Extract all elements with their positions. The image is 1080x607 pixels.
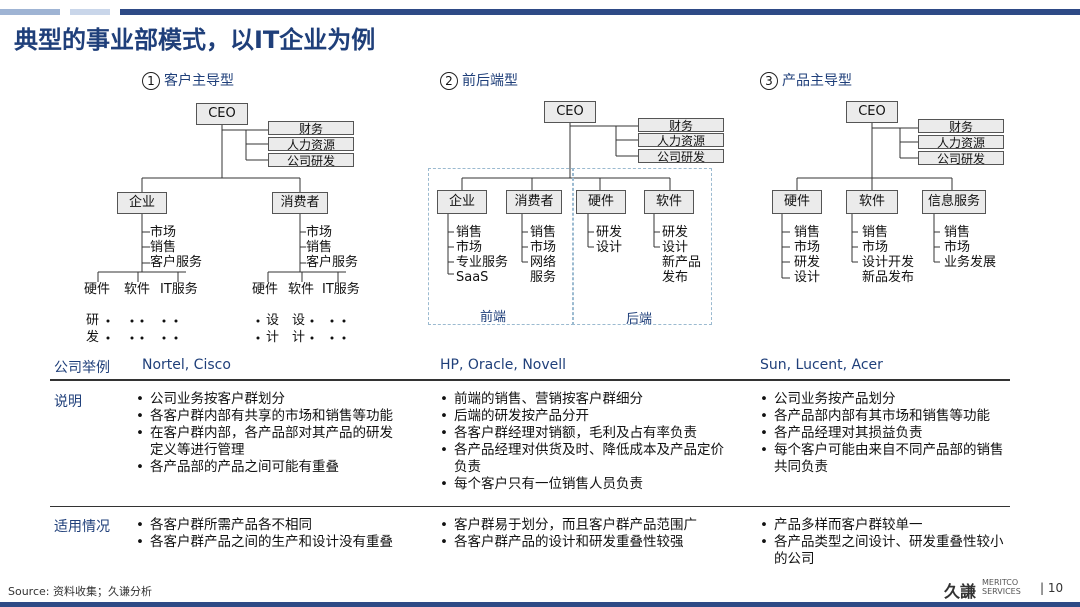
d2-front-label: 前端 [480,310,507,325]
d2-ceo-box: CEO [544,101,596,123]
top-bar [0,0,1080,15]
explain-list-3: 公司业务按产品划分 各产品部内部有其市场和销售等功能 各产品经理对其损益负责 每… [760,391,1010,476]
d2-back-label: 后端 [626,312,653,327]
logo-line-1: MERITCO [982,578,1019,587]
explain-list-1: 公司业务按客户群划分 各客户群内部有共享的市场和销售等功能 在客户群内部，各产品… [136,391,396,476]
d1-product-sw-1: 软件 [124,282,151,297]
d1-function-3: 公司研发 [268,153,354,168]
d2-back-dashed-area [572,168,712,325]
logo-mark: 久謙 [944,582,977,601]
d1-function-1: 财务 [268,121,354,136]
d2-front-dashed-area [428,168,574,325]
d3-function-1: 财务 [918,119,1004,134]
d1-product-it-1: IT服务 [160,282,198,297]
apply-label: 适用情况 [54,519,110,535]
model-label-1: 客户主导型 [164,73,234,89]
d1-product-hw-1: 硬件 [84,282,111,297]
d3-function-3: 公司研发 [918,151,1004,166]
d1-bu-enterprise: 企业 [117,192,167,214]
d2-back-software: 软件 [644,190,694,214]
apply-1-item: 各客户群所需产品各不相同 [136,517,396,534]
d2-function-1: 财务 [638,118,724,133]
d2-front-consumer-text: 销售 市场 网络 服务 [530,225,557,285]
d2-function-2: 人力资源 [638,133,724,148]
d3-software-text: 销售 市场 设计开发 新品发布 [862,225,915,285]
d1-ceo-box: CEO [196,103,248,125]
apply-1-item: 各客户群产品之间的生产和设计没有重叠 [136,534,396,551]
explain-1-item: 在客户群内部，各产品部对其产品的研发定义等进行管理 [136,425,396,459]
page-number: | 10 [1040,581,1064,595]
explain-3-item: 各产品部内部有其市场和销售等功能 [760,408,1010,425]
d1-product-detail-design-2: 设 计 [292,313,306,345]
examples-label: 公司举例 [54,360,110,376]
apply-list-2: 客户群易于划分，而且客户群产品范围广 各客户群产品的设计和研发重叠性较强 [440,517,740,551]
explain-1-item: 公司业务按客户群划分 [136,391,396,408]
d1-product-detail-rd: 研 发 [86,313,100,345]
explain-divider [50,506,1010,507]
example-2: HP, Oracle, Novell [440,357,567,373]
d1-product-detail-design-1: 设 计 [266,313,280,345]
model-label-3: 产品主导型 [782,73,852,89]
page-title: 典型的事业部模式，以IT企业为例 [14,26,376,54]
model-number-1: 1 [142,72,160,90]
explain-1-item: 各产品部的产品之间可能有重叠 [136,459,396,476]
d1-product-dots [106,319,346,340]
d1-bu-consumer-text: 市场 销售 客户服务 [306,225,359,270]
d3-ceo-box: CEO [846,101,898,123]
d2-front-enterprise-text: 销售 市场 专业服务 SaaS [456,225,509,285]
d2-back-hardware-text: 研发 设计 [596,225,623,255]
explain-1-item: 各客户群内部有共享的市场和销售等功能 [136,408,396,425]
d2-back-hardware: 硬件 [576,190,626,214]
model-number-2: 2 [440,72,458,90]
top-bar-graphic [0,9,1080,15]
d1-product-sw-2: 软件 [288,282,315,297]
d3-hardware-text: 销售 市场 研发 设计 [794,225,821,285]
apply-2-item: 客户群易于划分，而且客户群产品范围广 [440,517,740,534]
d1-function-2: 人力资源 [268,137,354,152]
d1-bu-enterprise-text: 市场 销售 客户服务 [150,225,203,270]
explain-list-2: 前端的销售、营销按客户群细分 后端的研发按产品分开 各客户群经理对销额，毛利及占… [440,391,730,493]
bottom-bar [0,602,1080,607]
source-note: Source: 资料收集；久谦分析 [8,585,152,598]
model-number-3: 3 [760,72,778,90]
explain-2-item: 各产品经理对供货及时、降低成本及产品定价负责 [440,442,730,476]
example-3: Sun, Lucent, Acer [760,357,883,373]
logo-text: MERITCO SERVICES [982,578,1021,596]
d3-function-2: 人力资源 [918,135,1004,150]
d2-back-software-text: 研发 设计 新产品 发布 [662,225,702,285]
explain-2-item: 前端的销售、营销按客户群细分 [440,391,730,408]
apply-3-item: 各产品类型之间设计、研发重叠性较小的公司 [760,534,1010,568]
d3-product-software: 软件 [846,190,898,214]
explain-label: 说明 [54,394,82,410]
apply-list-3: 产品多样而客户群较单一 各产品类型之间设计、研发重叠性较小的公司 [760,517,1010,568]
logo-line-2: SERVICES [982,587,1021,596]
d3-info-service-text: 销售 市场 业务发展 [944,225,997,270]
explain-3-item: 各产品经理对其损益负责 [760,425,1010,442]
d3-product-info-service: 信息服务 [922,190,986,214]
explain-3-item: 公司业务按产品划分 [760,391,1010,408]
d2-function-3: 公司研发 [638,149,724,164]
d2-front-consumer: 消费者 [506,190,562,214]
model-label-2: 前后端型 [462,73,518,89]
d2-front-enterprise: 企业 [437,190,487,214]
d1-product-it-2: IT服务 [322,282,360,297]
apply-list-1: 各客户群所需产品各不相同 各客户群产品之间的生产和设计没有重叠 [136,517,396,551]
explain-2-item: 各客户群经理对销额，毛利及占有率负责 [440,425,730,442]
explain-2-item: 每个客户只有一位销售人员负责 [440,476,730,493]
d3-product-hardware: 硬件 [772,190,822,214]
d1-bu-consumer: 消费者 [272,192,328,214]
apply-3-item: 产品多样而客户群较单一 [760,517,1010,534]
d1-product-hw-2: 硬件 [252,282,279,297]
apply-2-item: 各客户群产品的设计和研发重叠性较强 [440,534,740,551]
explain-2-item: 后端的研发按产品分开 [440,408,730,425]
examples-divider [50,379,1010,381]
explain-3-item: 每个客户可能由来自不同产品部的销售共同负责 [760,442,1010,476]
example-1: Nortel, Cisco [142,357,231,373]
